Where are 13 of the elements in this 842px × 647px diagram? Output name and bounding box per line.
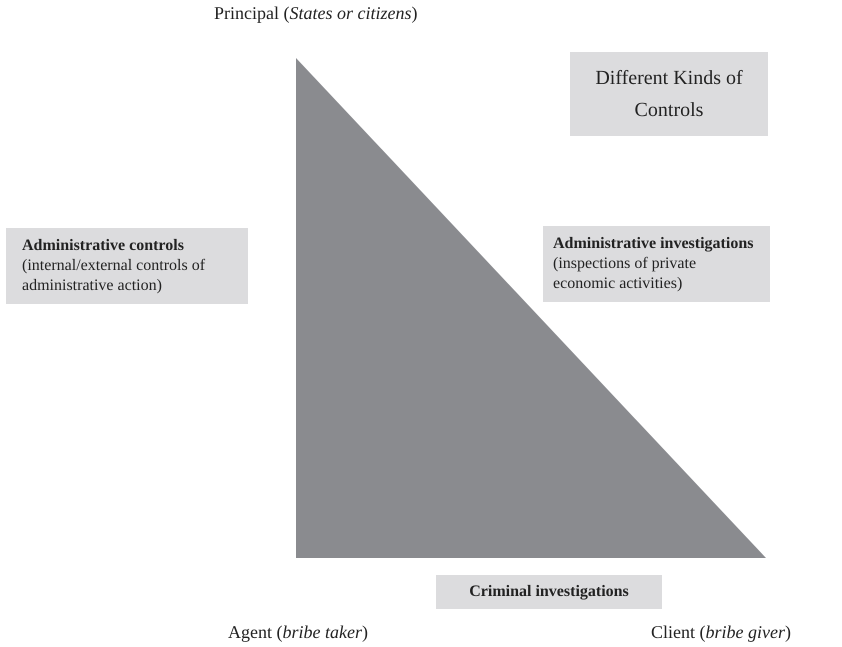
box-text: (inspections of private economic activities) xyxy=(553,254,698,294)
corner-label: Principal (States or citizens) xyxy=(214,3,418,24)
corner-label: Agent (bribe taker) xyxy=(228,622,368,643)
label-box xyxy=(6,228,248,304)
label-box xyxy=(543,226,770,302)
box-text: (internal/external controls of administrative action) xyxy=(22,256,206,296)
corner-label: Client (bribe giver) xyxy=(651,622,791,643)
title-text: Different Kinds of Controls xyxy=(594,66,744,123)
label-box xyxy=(570,52,768,136)
label-box xyxy=(436,575,662,609)
box-heading: Administrative controls xyxy=(22,236,185,256)
box-heading: Criminal investigations xyxy=(468,582,630,602)
box-heading: Administrative investigations xyxy=(553,234,754,254)
